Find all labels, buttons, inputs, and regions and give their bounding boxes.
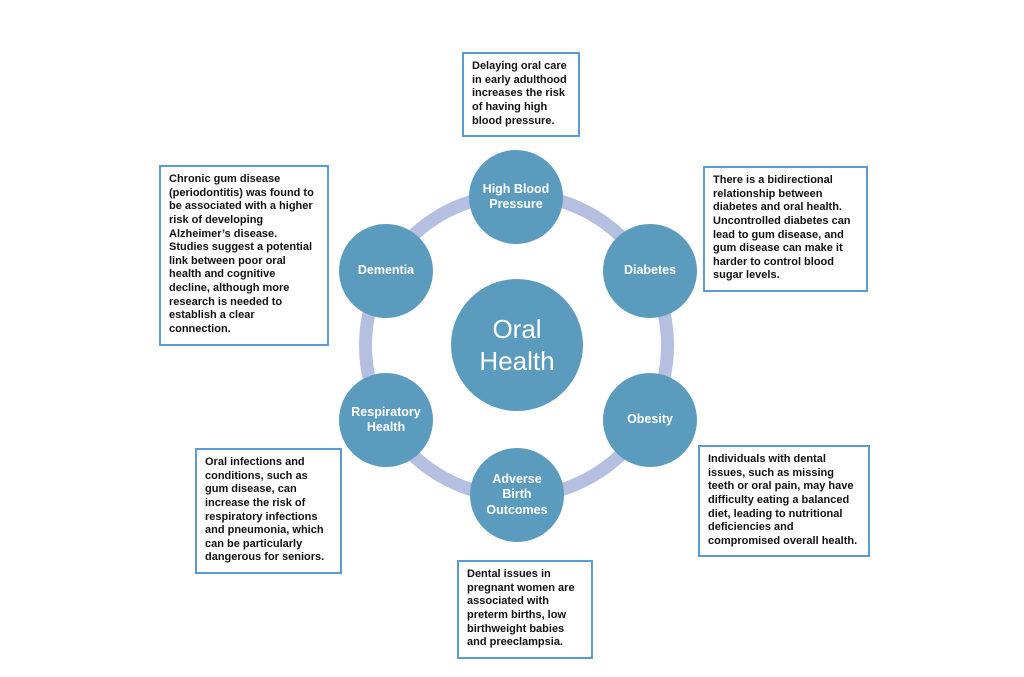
node-high-blood-pressure: High Blood Pressure: [469, 150, 563, 244]
node-label: Obesity: [627, 412, 673, 427]
center-label: Oral Health: [479, 313, 555, 377]
note-respiratory-health: Oral infections and conditions, such as …: [195, 448, 342, 574]
node-obesity: Obesity: [603, 373, 697, 467]
node-label: Dementia: [357, 263, 415, 278]
note-dementia: Chronic gum disease (periodontitis) was …: [159, 165, 329, 346]
node-dementia: Dementia: [339, 224, 433, 318]
note-adverse-birth-outcomes: Dental issues in pregnant women are asso…: [457, 560, 593, 659]
node-adverse-birth-outcomes: Adverse Birth Outcomes: [470, 448, 564, 542]
node-diabetes: Diabetes: [603, 224, 697, 318]
node-label: Adverse Birth Outcomes: [486, 472, 548, 517]
node-label: High Blood Pressure: [482, 181, 550, 211]
node-oral-health-center: Oral Health: [451, 279, 583, 411]
node-label: Diabetes: [623, 263, 677, 278]
node-label: Respiratory Health: [351, 404, 421, 434]
node-respiratory-health: Respiratory Health: [339, 373, 433, 467]
note-high-blood-pressure: Delaying oral care in early adulthood in…: [462, 52, 580, 138]
note-obesity: Individuals with dental issues, such as …: [698, 445, 870, 558]
note-diabetes: There is a bidirectional relationship be…: [703, 166, 868, 292]
